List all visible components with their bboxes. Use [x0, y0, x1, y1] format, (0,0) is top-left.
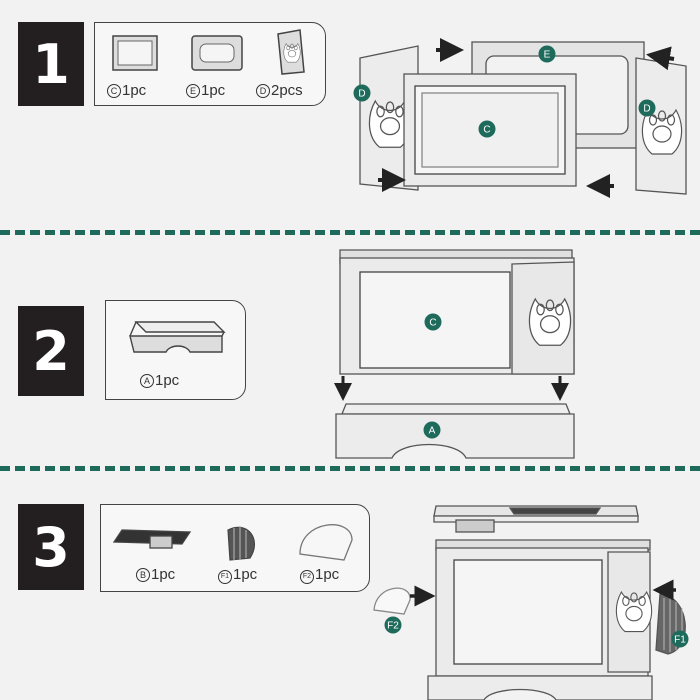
svg-text:A: A — [429, 426, 436, 437]
svg-text:F2: F2 — [387, 621, 399, 632]
part-b-thumbnail — [112, 529, 192, 549]
callout-badge-e: E — [538, 45, 556, 63]
part-qty-f1: 1pc — [233, 566, 258, 583]
step-3-badge: 3 — [18, 504, 84, 590]
part-a-thumbnail — [129, 321, 226, 353]
part-letter-b: B — [136, 568, 150, 582]
part-qty-f2: 1pc — [315, 566, 340, 583]
step-2-badge: 2 — [18, 306, 84, 396]
part-letter-e: E — [186, 84, 200, 98]
part-letter-f2: F2 — [300, 570, 314, 584]
part-qty-a: 1pc — [155, 372, 180, 389]
svg-text:C: C — [483, 125, 490, 136]
step-3-number: 3 — [32, 515, 70, 579]
part-qty-c: 1pc — [122, 82, 147, 99]
callout-badge-c: C — [478, 120, 496, 138]
part-d-thumbnail — [277, 29, 305, 75]
step-1-number: 1 — [32, 32, 70, 96]
part-qty-e: 1pc — [201, 82, 226, 99]
svg-text:F1: F1 — [674, 635, 686, 646]
section-divider-1 — [0, 230, 700, 235]
part-letter-d: D — [256, 84, 270, 98]
step-2-assembly — [335, 249, 575, 459]
svg-text:E: E — [544, 50, 551, 61]
callout-badge-d: D — [638, 99, 656, 117]
part-qty-d: 2pcs — [271, 82, 303, 99]
callout-badge-f2: F2 — [384, 616, 402, 634]
part-e-thumbnail — [191, 35, 243, 71]
svg-text:D: D — [643, 104, 650, 115]
part-f2-thumbnail — [299, 524, 353, 561]
part-f1-thumbnail — [227, 526, 255, 561]
step-3-assembly — [373, 505, 686, 700]
part-letter-c: C — [107, 84, 121, 98]
part-qty-b: 1pc — [151, 566, 176, 583]
part-letter-a: A — [140, 374, 154, 388]
callout-badge-f1: F1 — [671, 630, 689, 648]
callout-badge-c: C — [424, 313, 442, 331]
part-letter-f1: F1 — [218, 570, 232, 584]
svg-text:C: C — [429, 318, 436, 329]
callout-badge-a: A — [423, 421, 441, 439]
section-divider-2 — [0, 466, 700, 471]
step-2-number: 2 — [32, 319, 70, 383]
step-1-badge: 1 — [18, 22, 84, 106]
svg-text:D: D — [358, 89, 365, 100]
callout-badge-d: D — [353, 84, 371, 102]
part-c-thumbnail — [112, 35, 158, 71]
